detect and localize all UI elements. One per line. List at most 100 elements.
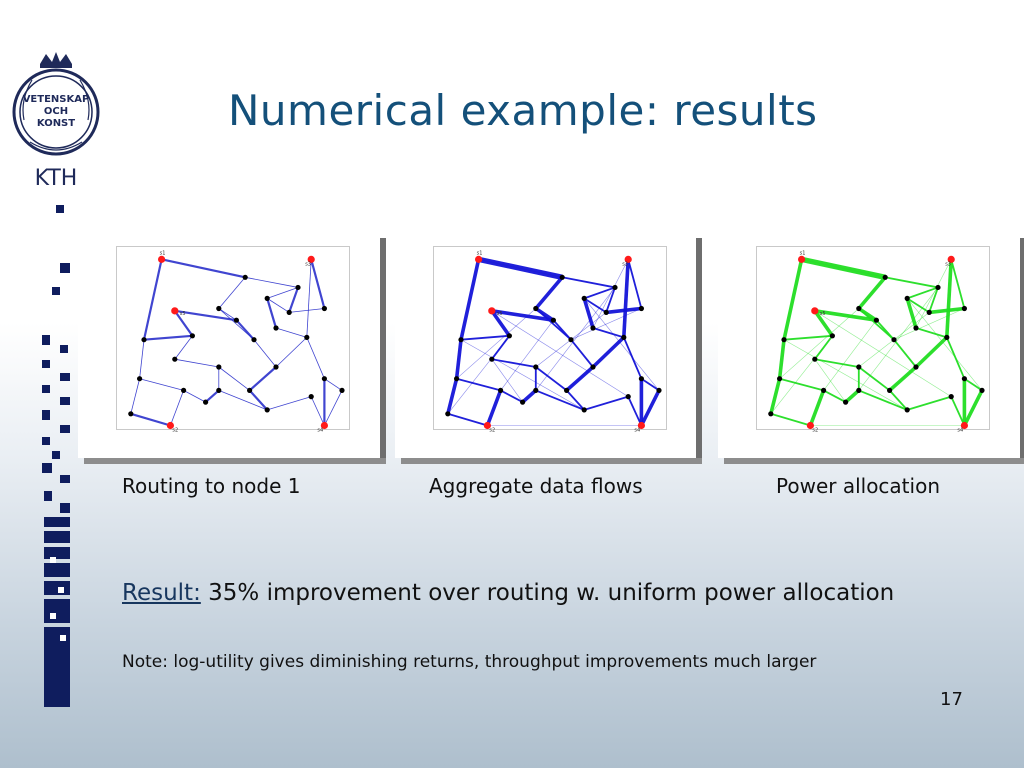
decor-pixel [60,373,70,381]
decorative-pixel-pattern [42,205,70,707]
node-label: s2 [489,428,495,434]
network-link [218,308,237,321]
network-link [454,339,463,379]
network-link [248,389,269,411]
network-node [458,337,464,343]
sink-node [960,421,968,430]
network-link [139,339,145,379]
network-link [446,378,459,415]
network-node [304,334,310,340]
network-link [783,334,833,341]
network-link-faint [779,308,859,379]
network-link [490,309,511,337]
result-label: Result: [122,580,201,606]
network-link-faint [814,310,952,397]
network-link [460,334,510,341]
sink-node [158,255,166,263]
decor-gap [50,613,56,619]
node-label: s4 [957,428,963,434]
network-link [500,389,524,403]
network-link [267,396,312,411]
network-link-faint [491,359,523,403]
logo-line-1: VETENSKAP [23,94,90,105]
network-link [275,337,308,368]
network-link [592,327,625,339]
network-link-faint [460,339,585,411]
network-node [506,333,512,339]
network-node [935,284,941,291]
network-node [308,394,314,400]
network-node [339,387,345,393]
network-node [445,411,451,417]
network-link [857,276,887,310]
network-node [559,274,565,280]
network-link [565,389,585,411]
result-line: Result: 35% improvement over routing w. … [122,580,894,606]
network-link [639,389,661,427]
network-link [627,259,643,309]
network-node [856,305,862,312]
caption-power: Power allocation [776,474,940,498]
network-link [306,337,325,379]
frame-edge [1020,238,1024,458]
network-node [247,387,253,393]
network-link [130,378,140,414]
network-link [310,259,326,309]
sink-node [488,307,496,315]
network-node [856,364,862,370]
network-node [625,394,631,400]
network-link [769,378,782,415]
node-label: s3 [945,261,951,267]
network-link [235,319,255,341]
network-link [858,389,908,411]
frame-edge [380,238,386,458]
network-node [498,387,504,393]
network-link [962,389,984,427]
sink-node [307,255,315,263]
network-link-faint [783,339,908,411]
network-link [447,412,488,427]
page-title: Numerical example: results [228,86,818,135]
network-link [915,327,948,339]
node-label: s2 [172,428,178,434]
node-label: s5 [180,311,186,317]
network-link-faint [570,308,642,340]
network-link-faint [583,298,660,391]
network-link-faint [906,298,983,391]
network-link [888,389,908,411]
decor-pixel [42,360,50,368]
network-node [948,394,954,400]
network-link [218,390,268,411]
network-node [590,364,596,370]
network-link [485,389,503,427]
network-link [875,319,895,341]
result-text: 35% improvement over routing w. uniform … [200,580,895,606]
node-label: s5 [497,311,503,317]
network-node [612,284,618,291]
network-link [275,327,307,338]
note-text: Note: log-utility gives diminishing retu… [122,652,817,672]
network-node [141,337,147,343]
logo-line-3: KONST [37,118,75,129]
network-node [454,376,460,382]
network-link [491,309,554,322]
network-link [591,336,626,369]
sink-node [637,421,645,430]
network-link-faint [893,308,965,340]
network-node [520,399,526,405]
network-node [856,387,862,393]
network-link [174,309,237,322]
sink-node [798,255,806,263]
decor-pixel [42,437,50,445]
network-node [621,334,627,340]
network-node [189,333,195,339]
network-node [913,364,919,370]
sink-node [806,421,814,430]
network-link-faint [535,287,616,391]
network-link [170,390,184,426]
network-link [622,259,630,338]
network-link-faint [491,310,629,397]
decor-gap [50,557,56,563]
